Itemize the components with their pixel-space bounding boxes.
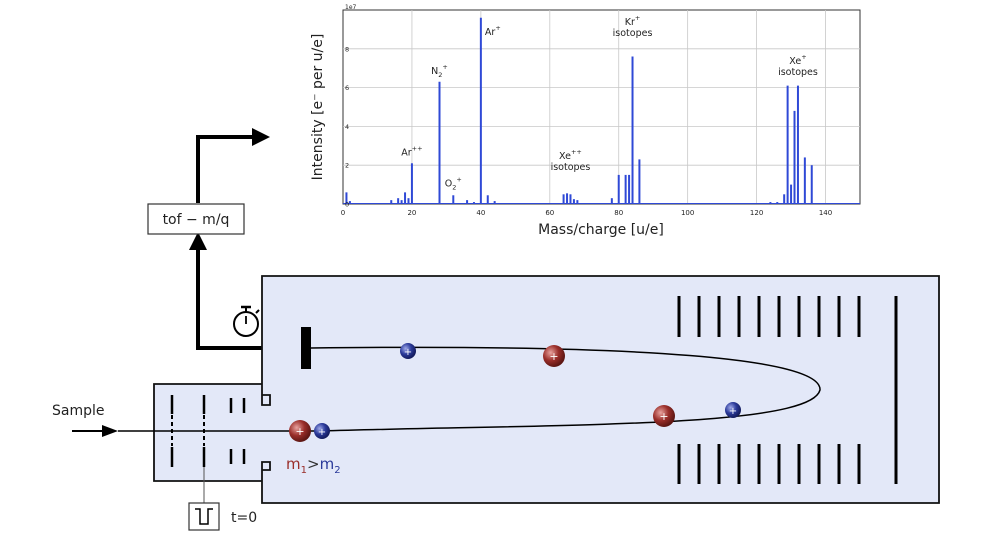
pulse-box bbox=[188, 502, 220, 531]
reflectron-electrodes bbox=[677, 296, 861, 484]
y-axis-label: Intensity [e⁻ per u/e] bbox=[310, 34, 326, 181]
svg-text:+: + bbox=[295, 425, 304, 438]
y-tick-label: 4 bbox=[345, 123, 349, 131]
svg-text:+: + bbox=[659, 410, 668, 423]
spectrum-peaks bbox=[343, 17, 860, 204]
peak-label: Ar+ bbox=[485, 24, 501, 38]
stopwatch-icon bbox=[233, 305, 260, 337]
plot-area bbox=[342, 9, 861, 205]
x-tick-label: 0 bbox=[341, 209, 345, 217]
x-tick-label: 60 bbox=[545, 209, 554, 217]
greater-than: > bbox=[307, 455, 320, 473]
x-axis-label: Mass/charge [u/e] bbox=[538, 222, 664, 238]
x-axis-ticks: 0 20 40 60 80 100 120 140 bbox=[341, 209, 832, 217]
m2-subscript: 2 bbox=[334, 465, 340, 476]
heavy-ion: + bbox=[289, 420, 311, 442]
x-tick-label: 80 bbox=[614, 209, 623, 217]
signal-arrowhead-up bbox=[189, 232, 207, 250]
peak-label-line2: isotopes bbox=[613, 28, 653, 39]
y-scale-note: 1e7 bbox=[345, 4, 357, 11]
tof-box-label: tof − m/q bbox=[163, 212, 230, 228]
y-tick-label: 6 bbox=[345, 84, 349, 92]
ion-trajectory bbox=[172, 346, 821, 432]
tof-box bbox=[147, 203, 245, 235]
m1: m bbox=[286, 455, 301, 473]
y-tick-label: 8 bbox=[345, 45, 349, 53]
svg-text:+: + bbox=[318, 427, 326, 438]
square-pulse-icon bbox=[195, 508, 213, 525]
x-tick-label: 140 bbox=[819, 209, 832, 217]
peak-label: Xe++ bbox=[559, 148, 582, 162]
svg-text:+: + bbox=[729, 406, 737, 417]
inlet-arrowhead bbox=[102, 425, 118, 437]
trigger-label: t=0 bbox=[231, 510, 257, 526]
x-tick-label: 120 bbox=[750, 209, 763, 217]
x-tick-label: 20 bbox=[407, 209, 416, 217]
peak-label: Kr+ bbox=[625, 14, 641, 28]
sample-label: Sample bbox=[52, 403, 105, 419]
y-axis-ticks: 0 2 4 6 8 bbox=[345, 45, 349, 208]
mass-relation-label: m1>m2 bbox=[286, 455, 341, 476]
peak-label: O2+ bbox=[445, 175, 462, 191]
mass-spectrum-chart: 0 20 40 60 80 100 120 140 0 2 4 6 8 Ar++ N2+ O2+ Ar+ Xe… bbox=[310, 4, 861, 238]
peak-annotations: Ar++N2+O2+Ar+Xe++isotopesKr+isotopesXe+i… bbox=[401, 14, 818, 191]
x-tick-label: 100 bbox=[681, 209, 694, 217]
heavy-ion: + bbox=[653, 405, 675, 427]
peak-label: Xe+ bbox=[789, 53, 806, 67]
svg-text:+: + bbox=[404, 347, 412, 358]
signal-arrowhead-right bbox=[252, 128, 270, 146]
x-tick-label: 40 bbox=[476, 209, 485, 217]
signal-path: tof − m/q bbox=[147, 128, 306, 350]
ions: + + + + + + bbox=[289, 343, 741, 442]
light-ion: + bbox=[725, 402, 741, 418]
peak-label-line2: isotopes bbox=[778, 67, 818, 78]
trigger: t=0 bbox=[188, 467, 257, 531]
sample-inlet: Sample bbox=[52, 403, 172, 437]
heavy-ion: + bbox=[543, 345, 565, 367]
peak-label: Ar++ bbox=[401, 144, 422, 158]
light-ion: + bbox=[314, 423, 330, 439]
vacuum-chamber bbox=[153, 275, 940, 504]
y-tick-label: 0 bbox=[345, 201, 349, 209]
detector bbox=[301, 327, 311, 369]
peak-label-line2: isotopes bbox=[551, 162, 591, 173]
light-ion: + bbox=[400, 343, 416, 359]
y-tick-label: 2 bbox=[345, 162, 349, 170]
peak-label: N2+ bbox=[431, 63, 448, 79]
svg-text:+: + bbox=[549, 350, 558, 363]
tof-to-chart-line bbox=[196, 135, 252, 203]
m2: m bbox=[320, 455, 335, 473]
m1-subscript: 1 bbox=[301, 465, 307, 476]
